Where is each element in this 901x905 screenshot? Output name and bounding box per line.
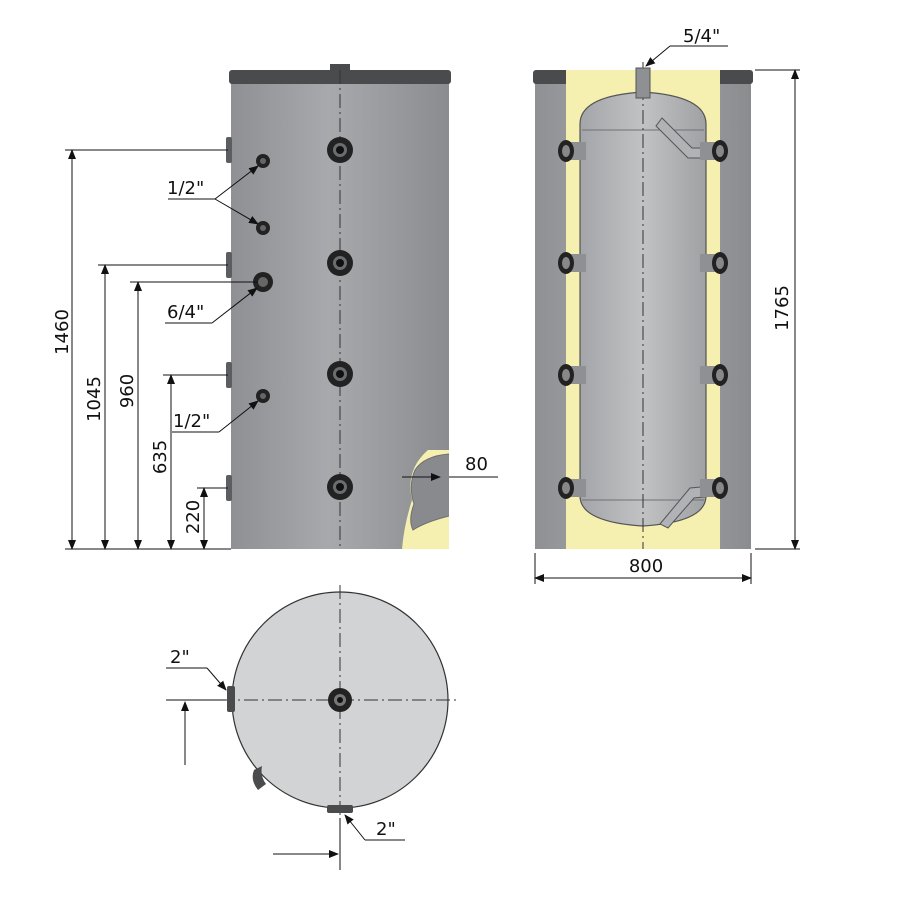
section-port-r1	[700, 140, 728, 162]
front-port-2	[327, 250, 353, 276]
section-port-l1	[558, 140, 586, 162]
left-nozzle-1	[226, 137, 232, 163]
label-top-bottom-port: 2"	[376, 819, 396, 840]
section-port-l2	[558, 252, 586, 274]
label-upper-half-inch: 1/2"	[167, 178, 204, 199]
dim-635: 635	[150, 440, 171, 474]
left-nozzle-2	[226, 252, 232, 278]
front-port-1	[327, 137, 353, 163]
section-port-r2	[700, 252, 728, 274]
dim-1460: 1460	[52, 309, 73, 355]
front-port-4	[327, 474, 353, 500]
label-top-side-port: 2"	[170, 647, 190, 668]
label-insulation-80: 80	[465, 454, 488, 475]
section-top-pipe	[635, 67, 651, 99]
top-rear-nozzle	[252, 766, 266, 790]
label-lower-half-inch: 1/2"	[173, 411, 210, 432]
section-port-r4	[700, 477, 728, 499]
top-side-nozzle	[227, 686, 235, 712]
top-center-port	[328, 688, 352, 712]
top-nozzle	[330, 64, 350, 72]
dim-960: 960	[117, 374, 138, 408]
label-top-port: 5/4"	[683, 26, 720, 47]
section-view: 5/4" 1765 800	[533, 26, 800, 584]
left-nozzle-3	[226, 362, 232, 388]
section-port-l4	[558, 477, 586, 499]
top-view: 2" 2"	[166, 585, 460, 870]
side-view: 1460 1045 960 635 220 1/2" 6/4" 1/2" 80	[52, 64, 498, 550]
left-nozzle-4	[226, 475, 232, 501]
label-six-quarter: 6/4"	[167, 302, 204, 323]
section-port-l3	[558, 364, 586, 386]
top-bottom-nozzle	[327, 805, 353, 813]
dim-800: 800	[629, 556, 663, 577]
front-port-3	[327, 361, 353, 387]
section-port-r3	[700, 364, 728, 386]
dim-1765: 1765	[772, 285, 793, 331]
dim-220: 220	[183, 500, 204, 534]
dim-1045: 1045	[84, 376, 105, 422]
